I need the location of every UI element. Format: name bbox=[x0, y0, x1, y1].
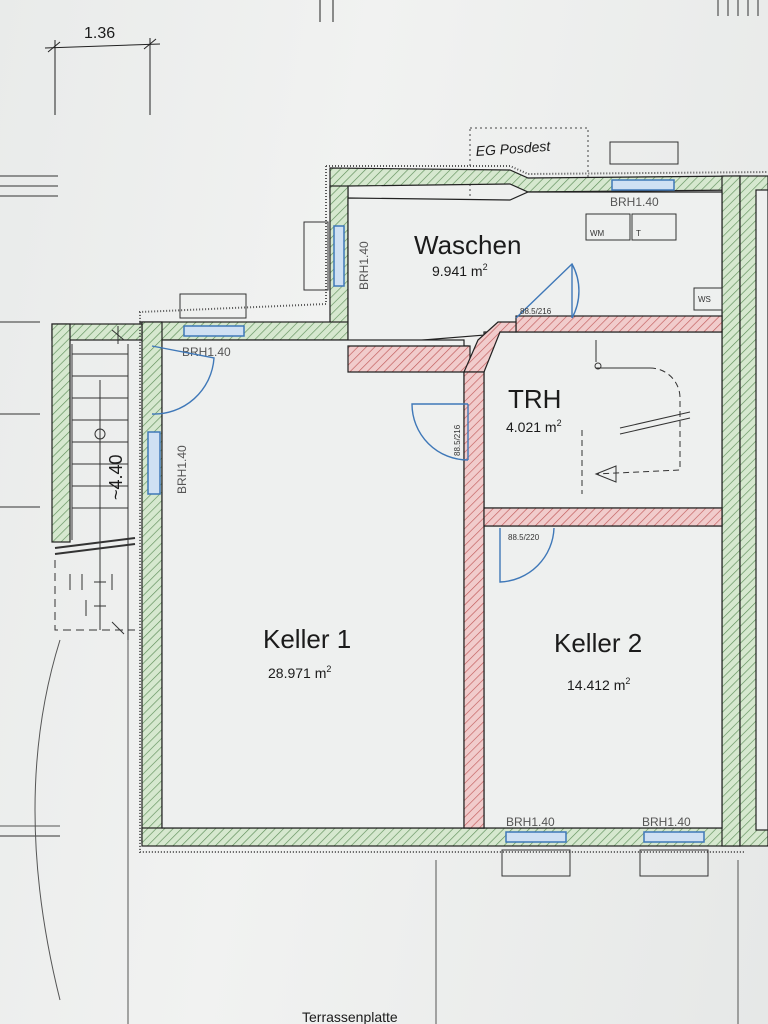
room-trh-name: TRH bbox=[508, 384, 561, 414]
room-keller2-name: Keller 2 bbox=[554, 628, 642, 658]
room-waschen-name: Waschen bbox=[414, 230, 521, 260]
stair-height: ~4.40 bbox=[106, 454, 126, 500]
top-dimension: 1.36 bbox=[44, 0, 759, 115]
fixture-wm: WM bbox=[590, 229, 605, 238]
brh-bottom-right: BRH1.40 bbox=[642, 815, 691, 829]
stairs bbox=[54, 326, 136, 640]
room-keller1-name: Keller 1 bbox=[263, 624, 351, 654]
fixture-ws: WS bbox=[698, 295, 711, 304]
walls-overlay bbox=[347, 315, 723, 829]
keller1-floor bbox=[161, 339, 465, 829]
room-trh-area: 4.021 m2 bbox=[506, 418, 562, 435]
room-keller1-area: 28.971 m2 bbox=[268, 664, 331, 681]
fixtures bbox=[585, 213, 723, 311]
brh-keller1-left: BRH1.40 bbox=[175, 445, 189, 494]
door-waschen-label: 88.5/216 bbox=[520, 307, 552, 316]
outer-dotted-lines bbox=[139, 165, 768, 853]
room-floors bbox=[161, 191, 723, 829]
terrace bbox=[0, 639, 739, 1024]
eg-posdest-label: EG Posdest bbox=[475, 138, 552, 159]
room-keller2-area: 14.412 m2 bbox=[567, 676, 630, 693]
brh-top-right: BRH1.40 bbox=[610, 195, 659, 209]
brh-bottom-left: BRH1.40 bbox=[506, 815, 555, 829]
room-labels: Waschen 9.941 m2 TRH 4.021 m2 Keller 1 2… bbox=[263, 230, 642, 693]
door-keller1-label: 88.5/216 bbox=[453, 424, 462, 456]
room-waschen-area: 9.941 m2 bbox=[432, 262, 488, 279]
terrace-label: Terrassenplatte bbox=[302, 1009, 398, 1024]
windows: BRH1.40 BRH1.40 BRH1.40 BRH1.40 BRH1.40 … bbox=[147, 141, 709, 877]
left-edge-lines bbox=[0, 175, 60, 837]
brh-left-vertical: BRH1.40 bbox=[357, 241, 371, 290]
brh-keller1-top: BRH1.40 bbox=[182, 345, 231, 359]
trh-equipment bbox=[581, 340, 691, 494]
trh-floor bbox=[483, 331, 723, 509]
door-keller2-label: 88.5/220 bbox=[508, 533, 540, 542]
fixture-t: T bbox=[636, 229, 641, 238]
doors bbox=[151, 262, 580, 583]
dimension-label: 1.36 bbox=[84, 25, 115, 42]
door-labels: 88.5/216 88.5/216 88.5/220 bbox=[453, 307, 552, 542]
